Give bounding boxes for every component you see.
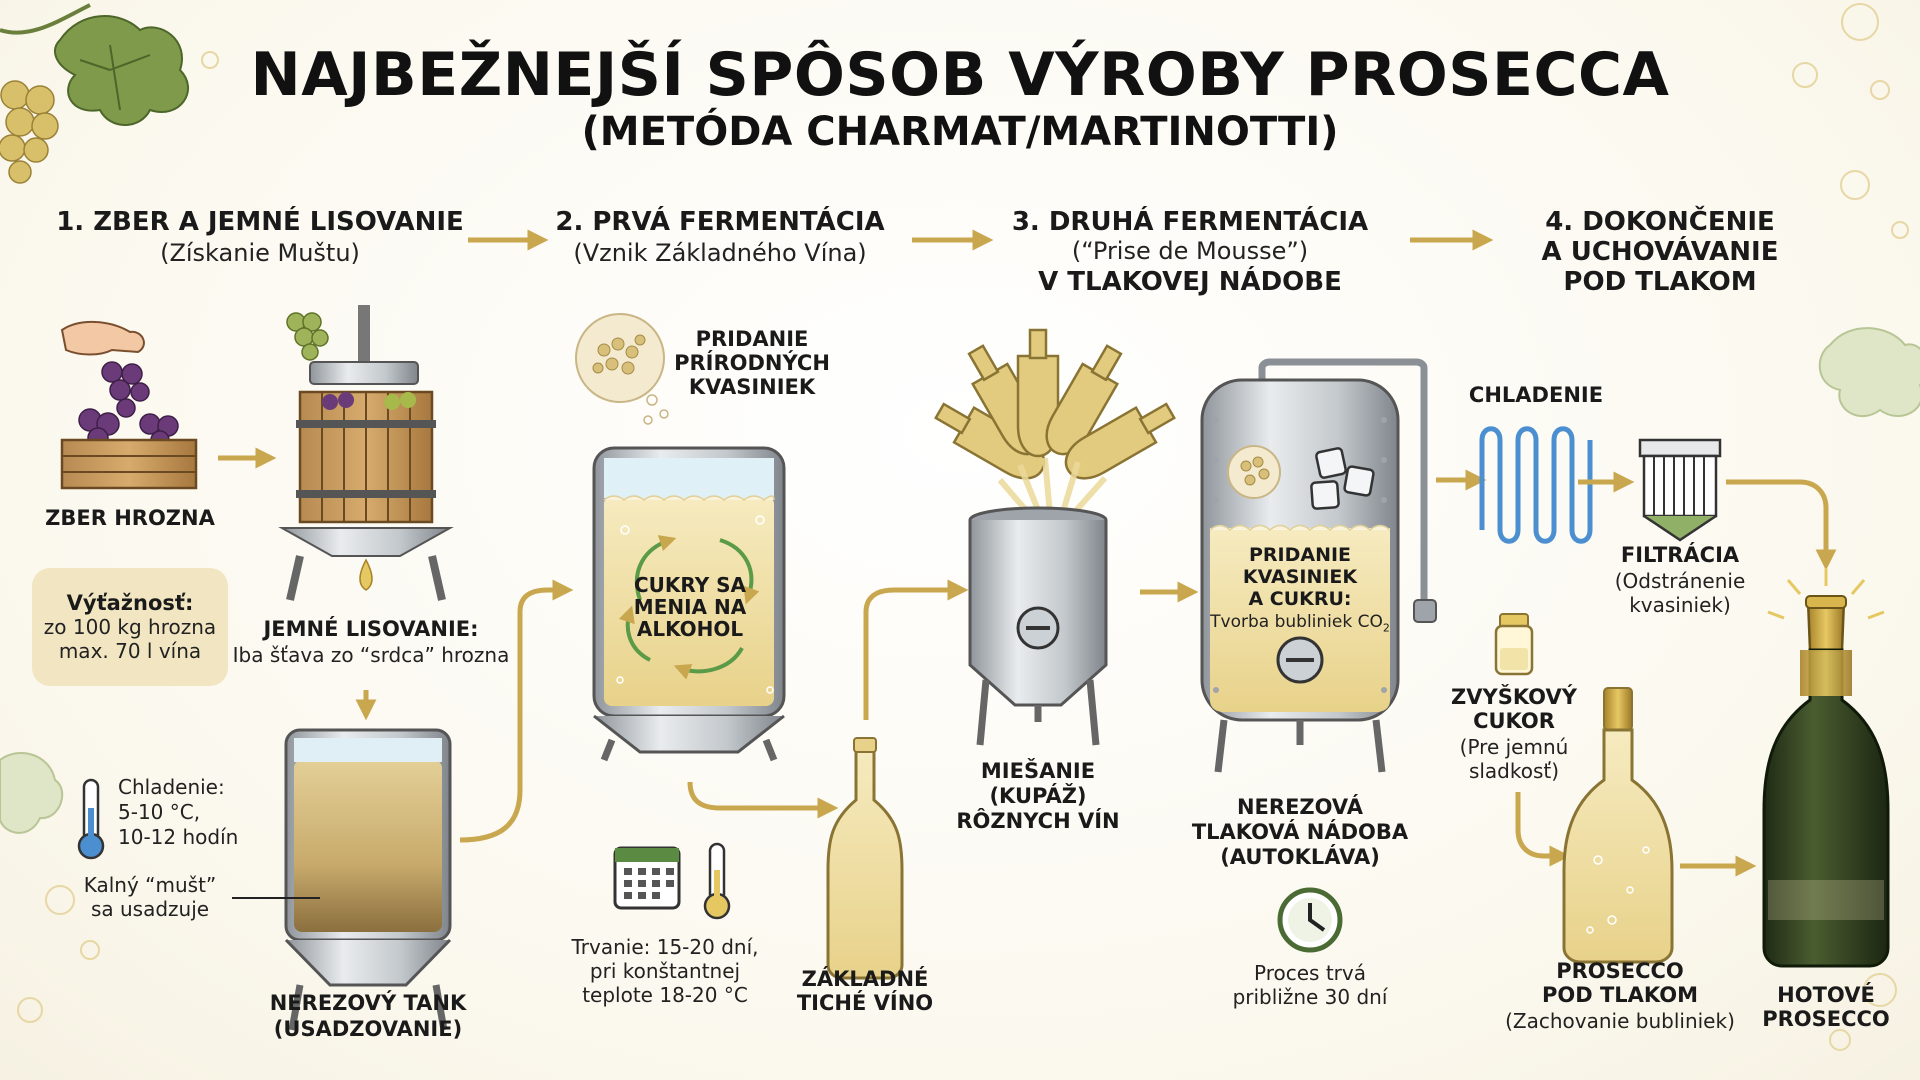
co2-text: Tvorba bubliniek CO — [1210, 612, 1383, 632]
arrow-dosage-to-pressure — [1518, 792, 1562, 856]
cooling-line-1: Chladenie: — [118, 776, 278, 798]
dosage-label-4: sladkosť) — [1430, 760, 1598, 782]
hand-icon — [62, 322, 144, 355]
filter-icon — [1640, 440, 1720, 540]
dosage-label-2: CUKOR — [1430, 710, 1598, 734]
press-title: JEMNÉ LISOVANIE: — [226, 618, 516, 642]
grapes-icon — [287, 313, 328, 360]
co2-subscript: 2 — [1383, 621, 1390, 634]
blend-label-3: RÔZNYCH VÍN — [948, 810, 1128, 834]
add-yeast-sugar-2: KVASINIEK — [1210, 567, 1390, 588]
blending-tank-icon — [970, 508, 1106, 745]
grapes-icon — [79, 362, 178, 449]
calendar-icon — [615, 848, 679, 908]
sugars-label-3: ALKOHOL — [624, 618, 756, 640]
tank-label-1: NEREZOVÝ TANK — [248, 992, 488, 1016]
pressure-label-1: PROSECCO — [1490, 960, 1750, 984]
process-line-1: Proces trvá — [1200, 962, 1420, 984]
autoclave-label-3: (AUTOKLÁVA) — [1180, 846, 1420, 870]
filter-label-2: (Odstránenie — [1590, 570, 1770, 592]
yield-line-1: zo 100 kg hrozna — [32, 616, 228, 638]
press-subtitle: Iba šťava zo “srdca” hrozna — [226, 644, 516, 666]
yeast-bowl-icon — [576, 314, 668, 424]
step-3-title: 3. DRUHÁ FERMENTÁCIA — [980, 208, 1400, 237]
step-2-subtitle: (Vznik Základného Vína) — [540, 240, 900, 267]
blend-label-1: MIEŠANIE — [948, 760, 1128, 784]
page-title: NAJBEŽNEJŠÍ SPÔSOB VÝROBY PROSECCA — [160, 42, 1760, 109]
must-line-1: Kalný “mušt” — [60, 874, 240, 896]
filter-label-3: kvasiniek) — [1590, 594, 1770, 616]
pressure-label-2: POD TLAKOM — [1490, 984, 1750, 1008]
add-yeast-sugar-3: A CUKRU: — [1210, 589, 1390, 610]
step-4-title-line3: POD TLAKOM — [1500, 268, 1820, 297]
yield-line-2: max. 70 l vína — [32, 640, 228, 662]
cooling-coil-icon — [1482, 429, 1590, 542]
dosage-label-1: ZVYŠKOVÝ — [1430, 686, 1598, 710]
pouring-bottles — [930, 330, 1180, 487]
yield-title: Výťažnosť: — [32, 592, 228, 616]
filter-label-1: FILTRÁCIA — [1590, 544, 1770, 568]
chill-label: CHLADENIE — [1446, 384, 1626, 408]
autoclave-label-1: NEREZOVÁ — [1180, 796, 1420, 820]
pressure-label-3: (Zachovanie bubliniek) — [1490, 1010, 1750, 1032]
add-yeast-sugar-1: PRIDANIE — [1210, 545, 1390, 566]
duration-line-3: teplote 18-20 °C — [560, 984, 770, 1006]
thermometer-icon — [705, 844, 729, 918]
arrow-base-to-blend — [866, 590, 960, 720]
page-subtitle: (METÓDA CHARMAT/MARTINOTTI) — [160, 110, 1760, 155]
step-3-subtitle: (“Prise de Mousse”) — [980, 238, 1400, 265]
add-yeast-sugar-4: Tvorba bubliniek CO2 — [1200, 613, 1400, 635]
blend-label-2: (KUPÁŽ) — [948, 785, 1128, 809]
grapes-icon — [0, 81, 58, 183]
base-wine-label-2: TICHÉ VÍNO — [780, 992, 950, 1016]
cooling-line-3: 10-12 hodín — [118, 826, 278, 848]
duration-line-1: Trvanie: 15-20 dní, — [560, 936, 770, 958]
base-wine-label-1: ZÁKLADNÉ — [780, 968, 950, 992]
step-1-title: 1. ZBER A JEMNÉ LISOVANIE — [40, 208, 480, 237]
yeast-bowl-icon — [1228, 446, 1280, 498]
arrow-fermenter-to-base — [690, 782, 830, 808]
step-4-title-line2: A UCHOVÁVANIE — [1500, 238, 1820, 267]
tank-icon — [286, 730, 450, 1030]
yeast-label-1: PRIDANIE — [662, 328, 842, 352]
thermometer-icon — [79, 780, 103, 858]
must-line-2: sa usadzuje — [60, 898, 240, 920]
final-label-1: HOTOVÉ — [1746, 984, 1906, 1008]
tank-label-2: (USADZOVANIE) — [248, 1018, 488, 1042]
sugars-label-2: MENIA NA — [624, 596, 756, 618]
final-label-2: PROSECCO — [1746, 1008, 1906, 1032]
crate-icon — [62, 440, 196, 488]
wine-bottle-icon — [828, 738, 902, 978]
harvest-label: ZBER HROZNA — [30, 507, 230, 531]
duration-line-2: pri konštantnej — [560, 960, 770, 982]
yeast-label-2: PRÍRODNÝCH — [662, 352, 842, 376]
step-2-title: 2. PRVÁ FERMENTÁCIA — [540, 208, 900, 237]
step-3-title-line3: V TLAKOVEJ NÁDOBE — [980, 268, 1400, 297]
step-1-subtitle: (Získanie Muštu) — [40, 240, 480, 267]
champagne-bottle-icon — [1764, 596, 1888, 966]
autoclave-label-2: TLAKOVÁ NÁDOBA — [1180, 821, 1420, 845]
dosage-label-3: (Pre jemnú — [1430, 736, 1598, 758]
sugars-label-1: CUKRY SA — [624, 574, 756, 596]
process-line-2: približne 30 dní — [1200, 986, 1420, 1008]
cooling-line-2: 5-10 °C, — [118, 801, 278, 823]
clock-icon — [1280, 890, 1340, 950]
yeast-label-3: KVASINIEK — [662, 376, 842, 400]
step-4-title-line1: 4. DOKONČENIE — [1500, 208, 1820, 237]
sugar-vial-icon — [1496, 614, 1532, 674]
